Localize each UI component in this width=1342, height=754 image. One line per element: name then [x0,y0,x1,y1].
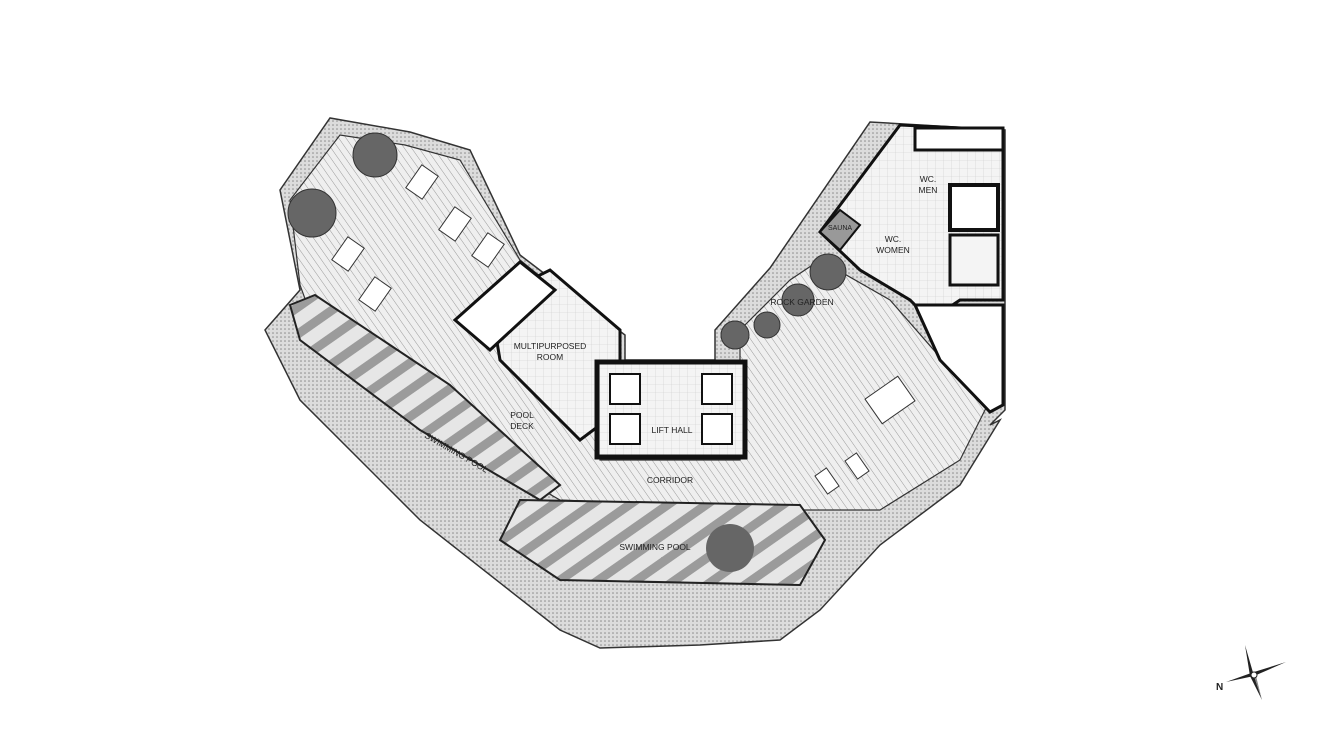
sun-loungers [331,164,916,495]
label-lift-hall: LIFT HALL [652,425,693,435]
label-pool-deck-2: DECK [510,421,534,431]
pool-jacuzzi [706,524,754,572]
compass-north-label: N [1216,682,1223,693]
label-rock-garden: ROCK GARDEN [770,297,833,307]
label-pool-deck-1: POOL [510,410,534,420]
label-sauna: SAUNA [828,225,852,232]
label-swimming-pool-bottom: SWIMMING POOL [619,542,691,552]
swimming-pool-left [288,293,562,502]
label-wc-men-2: MEN [919,185,938,195]
stair-left [452,260,558,353]
trees [287,132,847,350]
label-multipurposed-room-1: MULTIPURPOSED [514,341,587,351]
label-wc-women-1: WC. [885,234,902,244]
label-wc-women-2: WOMEN [876,245,910,255]
north-arrow-icon: N [1216,645,1286,700]
label-corridor: CORRIDOR [647,475,693,485]
label-multipurposed-room-2: ROOM [537,352,563,362]
label-wc-men-1: WC. [920,174,937,184]
